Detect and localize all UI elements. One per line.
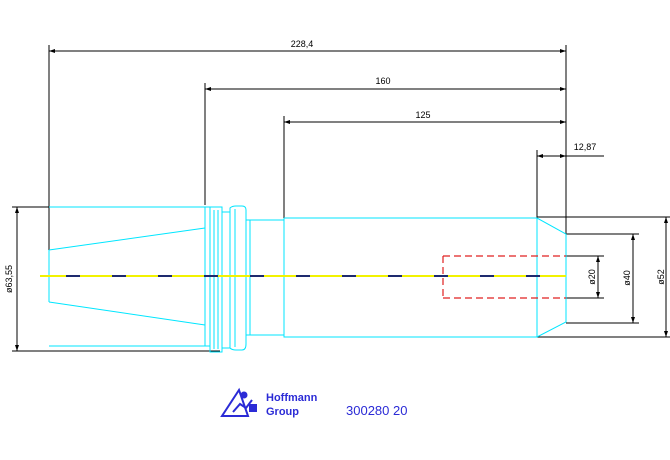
dim-text-125: 125 xyxy=(415,110,430,120)
hidden-bore xyxy=(442,255,566,299)
dim-text-d52: ø52 xyxy=(656,269,666,285)
logo-line-2: Group xyxy=(266,406,299,418)
logo-mark-icon xyxy=(220,387,257,417)
arrow xyxy=(49,49,55,53)
arrow xyxy=(560,49,566,53)
flange-2 xyxy=(221,211,231,349)
dim-text-d20: ø20 xyxy=(587,269,597,285)
arrow xyxy=(537,154,543,158)
arrow xyxy=(664,331,668,337)
arrow xyxy=(560,120,566,124)
neck xyxy=(245,219,285,336)
arrow xyxy=(596,292,600,298)
part-number: 300280 20 xyxy=(346,403,407,418)
flange-1 xyxy=(209,206,223,353)
dim-text-overall: 228,4 xyxy=(291,39,314,49)
arrow xyxy=(205,87,211,91)
dim-text-dia-taper: ø63,55 xyxy=(4,265,14,293)
main-body xyxy=(283,217,567,338)
arrow xyxy=(560,87,566,91)
arrow xyxy=(664,217,668,223)
tool-outline xyxy=(48,205,567,353)
arrow xyxy=(15,345,19,351)
hoffmann-logo: Hoffmann Group xyxy=(220,387,318,418)
flange-collar xyxy=(229,205,247,351)
arrow xyxy=(560,154,566,158)
dim-text-160: 160 xyxy=(375,76,390,86)
dim-text-d40: ø40 xyxy=(622,270,632,286)
taper-edge-top xyxy=(48,227,206,251)
arrowheads xyxy=(15,49,668,351)
arrow xyxy=(631,317,635,323)
dim-text-1287: 12,87 xyxy=(574,142,597,152)
dimension-lines xyxy=(12,45,670,352)
logo-line-1: Hoffmann xyxy=(266,392,318,404)
arrow xyxy=(631,234,635,240)
taper-edge-bottom xyxy=(48,301,206,326)
arrow xyxy=(15,207,19,213)
arrow xyxy=(284,120,290,124)
arrow xyxy=(596,256,600,262)
